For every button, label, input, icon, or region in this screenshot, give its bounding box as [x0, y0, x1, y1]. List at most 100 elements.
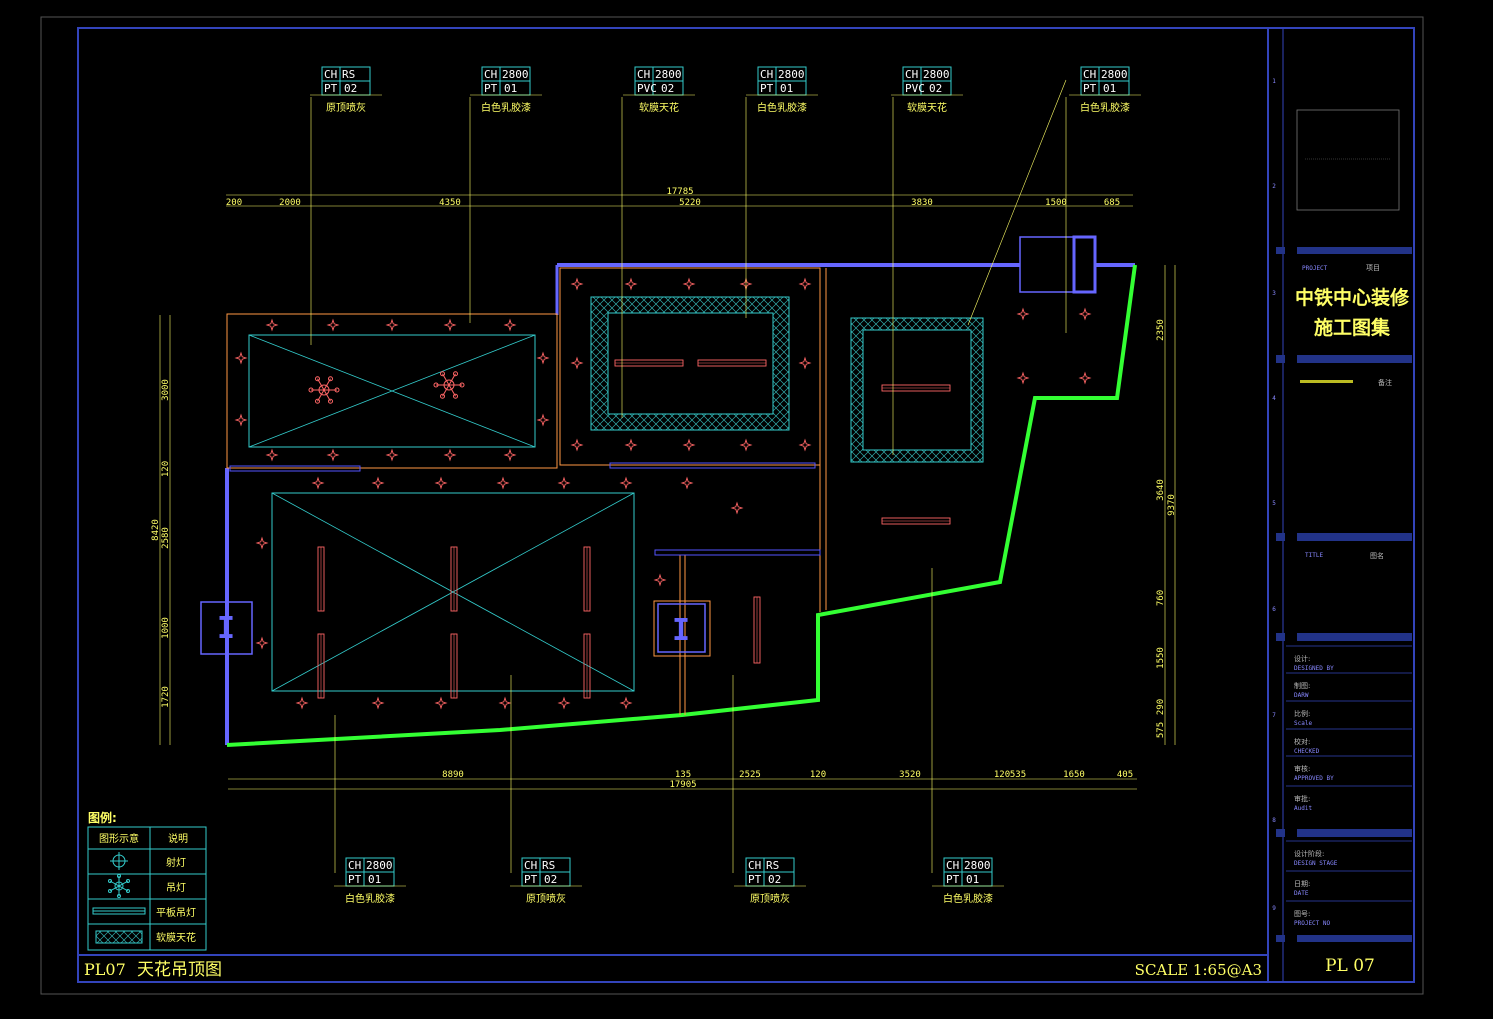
downlight-icon: [798, 438, 812, 452]
downlight-icon: [739, 438, 753, 452]
field-label-cn: 图号:: [1294, 910, 1310, 918]
field-label-en: APPROVED BY: [1294, 775, 1334, 782]
field-label-cn: 设计:: [1294, 654, 1310, 663]
tag-pt-value: 01: [780, 82, 793, 95]
downlight-icon: [570, 356, 584, 370]
tag-pt-value: 02: [661, 82, 674, 95]
inner-border: [77, 27, 1415, 983]
dim-top-seg: 4350: [439, 198, 461, 208]
downlight-icon: [619, 696, 633, 710]
remark-bar: [1300, 380, 1353, 383]
dim-bottom-seg: 120: [994, 770, 1010, 780]
chandelier-icon: [108, 874, 130, 898]
ceiling-panel-a: [248, 334, 536, 448]
hatch-strip: [654, 549, 821, 556]
panel-light-icon: [92, 907, 146, 915]
legend-label: 软膜天花: [156, 931, 196, 944]
tag-ch: CH: [748, 859, 761, 872]
project-name-2: 施工图集: [1314, 316, 1391, 339]
panel-light-icon: [450, 546, 458, 612]
tag-description: 白色乳胶漆: [345, 892, 395, 905]
tag-ch-value: 2800: [655, 68, 682, 81]
soft-film-ceiling-1: [590, 296, 790, 431]
downlight-icon: [110, 852, 128, 870]
dim-bottom-seg: 1650: [1063, 770, 1085, 780]
downlight-icon: [624, 438, 638, 452]
tag-description: 白色乳胶漆: [943, 892, 993, 905]
logo-frame: [1296, 109, 1400, 211]
tag-ch: CH: [760, 68, 773, 81]
downlight-icon: [536, 413, 550, 427]
dim-top-seg: 200: [226, 198, 242, 208]
row-number: 3: [1272, 290, 1276, 297]
band: [1297, 829, 1412, 837]
dim-right-total: 9370: [1167, 494, 1177, 516]
downlight-icon: [443, 318, 457, 332]
dim-top-total: 17785: [666, 187, 693, 197]
downlight-icon: [371, 476, 385, 490]
legend-frame: [87, 826, 207, 951]
tag-ch: CH: [946, 859, 959, 872]
panel-light-icon: [753, 596, 761, 664]
downlight-icon: [326, 448, 340, 462]
tag-ch-value: 2800: [964, 859, 991, 872]
dim-left-seg: 3000: [161, 379, 171, 401]
panel-light-icon: [614, 359, 684, 367]
dim-top-seg: 2000: [279, 198, 301, 208]
hatch-strip: [609, 462, 816, 469]
legend-label: 吊灯: [166, 882, 186, 894]
downlight-icon: [443, 448, 457, 462]
panel-light-icon: [697, 359, 767, 367]
field-label-en: Audit: [1294, 805, 1312, 812]
panel-diagonal: [248, 334, 536, 448]
downlight-icon: [557, 476, 571, 490]
dim-left-total: 8420: [151, 519, 161, 541]
floor-plan: I I: [200, 235, 1137, 747]
tag-ch-value: 2800: [778, 68, 805, 81]
tag-ch: CH: [324, 68, 337, 81]
panel-light-icon: [583, 546, 591, 612]
row-number: 4: [1272, 395, 1276, 402]
tag-pt: PT: [348, 873, 362, 886]
dimension-lines: [159, 194, 1176, 790]
svg-text:I: I: [672, 613, 690, 648]
downlight-icon: [557, 696, 571, 710]
field-label-cn: 审核:: [1294, 764, 1310, 773]
svg-text:I: I: [217, 611, 235, 646]
downlight-icon: [385, 318, 399, 332]
sheet-code: PL07: [84, 960, 126, 979]
downlight-icon: [503, 448, 517, 462]
tag-description: 软膜天花: [639, 101, 679, 114]
dim-bottom-seg: 135: [675, 770, 691, 780]
chandelier-icon: [433, 371, 465, 399]
column-left: I: [200, 601, 253, 655]
downlight-icon: [570, 438, 584, 452]
column-top-right: [1019, 235, 1097, 294]
tag-ch: CH: [348, 859, 361, 872]
row-number: 8: [1272, 817, 1276, 824]
row-number: 2: [1272, 183, 1276, 190]
band: [1297, 247, 1412, 254]
tag-description: 原顶喷灰: [526, 892, 566, 905]
field-label-cn: 校对:: [1294, 737, 1310, 746]
field-label-en: PROJECT NO: [1294, 920, 1331, 927]
panel-lights: [317, 359, 951, 699]
tag-ch-value: RS: [542, 859, 555, 872]
band: [1276, 829, 1285, 837]
column-mid: I: [653, 600, 711, 657]
tag-description: 软膜天花: [907, 101, 947, 114]
downlight-icon: [265, 318, 279, 332]
downlight-icon: [570, 277, 584, 291]
downlight-icon: [255, 536, 269, 550]
dim-left-seg: 2580: [161, 527, 171, 549]
tag-pt: PT: [484, 82, 498, 95]
tag-ch-value: 2800: [1101, 68, 1128, 81]
downlight-icon: [311, 476, 325, 490]
